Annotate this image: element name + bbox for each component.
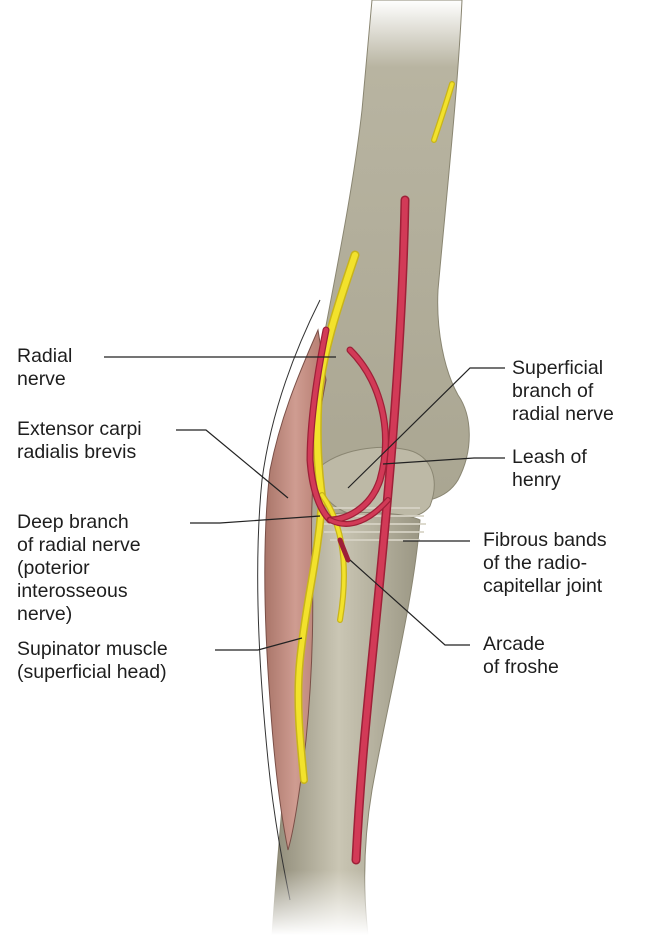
label-ecrb-line-2: radialis brevis [17, 441, 142, 464]
label-deep-branch: Deep branch of radial nerve (poterior in… [17, 511, 141, 626]
label-supinator-line-1: Supinator muscle [17, 638, 168, 661]
label-fibrous-bands: Fibrous bands of the radio- capitellar j… [483, 529, 607, 598]
label-ecrb-line-1: Extensor carpi [17, 418, 142, 441]
label-fibrous-bands-line-2: of the radio- [483, 552, 607, 575]
label-supinator: Supinator muscle (superficial head) [17, 638, 168, 684]
label-arcade: Arcade of froshe [483, 633, 559, 679]
label-deep-branch-line-1: Deep branch [17, 511, 141, 534]
bottom-fade [250, 870, 410, 935]
label-deep-branch-line-5: nerve) [17, 603, 141, 626]
label-superficial-branch-line-3: radial nerve [512, 403, 614, 426]
label-radial-nerve-line-1: Radial [17, 345, 72, 368]
label-supinator-line-2: (superficial head) [17, 661, 168, 684]
label-radial-nerve-line-2: nerve [17, 368, 72, 391]
label-radial-nerve: Radial nerve [17, 345, 72, 391]
label-deep-branch-line-4: interosseous [17, 580, 141, 603]
label-ecrb: Extensor carpi radialis brevis [17, 418, 142, 464]
label-leash-line-1: Leash of [512, 446, 587, 469]
label-fibrous-bands-line-3: capitellar joint [483, 575, 607, 598]
label-superficial-branch-line-2: branch of [512, 380, 614, 403]
label-superficial-branch-line-1: Superficial [512, 357, 614, 380]
label-superficial-branch: Superficial branch of radial nerve [512, 357, 614, 426]
label-leash: Leash of henry [512, 446, 587, 492]
label-fibrous-bands-line-1: Fibrous bands [483, 529, 607, 552]
label-arcade-line-2: of froshe [483, 656, 559, 679]
label-deep-branch-line-2: of radial nerve [17, 534, 141, 557]
label-deep-branch-line-3: (poterior [17, 557, 141, 580]
label-arcade-line-1: Arcade [483, 633, 559, 656]
label-leash-line-2: henry [512, 469, 587, 492]
